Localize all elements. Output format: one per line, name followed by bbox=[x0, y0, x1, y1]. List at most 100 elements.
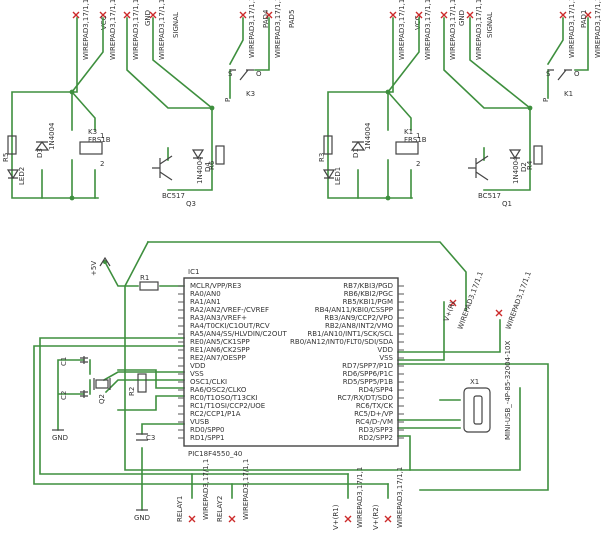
part-ref: R2 bbox=[128, 387, 136, 396]
diode-icon bbox=[508, 149, 522, 160]
relay-pad-label: PAD1 bbox=[580, 10, 588, 28]
part-value: 1N4004 bbox=[48, 122, 56, 150]
ic-pin-label: RE0/AN5/CK1SPP bbox=[190, 338, 250, 346]
relay-contact-icon bbox=[548, 69, 572, 81]
ic-right-pins: RB7/KBI3/PGDRB6/KBI2/PGCRB5/KBI1/PGMRB4/… bbox=[290, 282, 404, 442]
ic-pin-label: RA1/AN1 bbox=[190, 298, 221, 306]
ic-pin-label: RB2/AN8/INT2/VMO bbox=[325, 322, 394, 330]
usb-ref: X1 bbox=[470, 378, 479, 386]
pad-label: WIREPAD3,17/1,1 bbox=[274, 0, 282, 58]
bottom-label: RELAY1 bbox=[176, 496, 184, 522]
ic-pin-label: RC0/T1OSO/T13CKI bbox=[190, 394, 258, 402]
part-ref: D4 bbox=[204, 162, 212, 172]
ic-pin-label: RC7/RX/DT/SDO bbox=[337, 394, 393, 402]
pad-label: WIREPAD3,17/1,1 bbox=[356, 467, 364, 528]
ic-pin-label: RE1/AN6/CK2SPP bbox=[190, 346, 250, 354]
part-ref: C3 bbox=[146, 434, 155, 442]
ic-pin-label: RB0/AN12/INT0/FLT0/SDI/SDA bbox=[290, 338, 393, 346]
part-ref: D2 bbox=[520, 162, 528, 172]
capacitor-c3 bbox=[136, 433, 148, 441]
ic-pin-label: RC5/D+/VP bbox=[354, 410, 393, 418]
ic-pin-label: RA2/AN2/VREF-/CVREF bbox=[190, 306, 269, 314]
crystal-icon bbox=[95, 379, 109, 389]
ic-pin-label: VDD bbox=[377, 346, 393, 354]
pin-label: S bbox=[228, 70, 233, 78]
ic-pin-label: RD6/SPP6/P1C bbox=[343, 370, 393, 378]
transistor-icon bbox=[468, 155, 489, 181]
ic-pin-label: RE2/AN7/OESPP bbox=[190, 354, 246, 362]
ic-ref: IC1 bbox=[188, 268, 199, 276]
ic-pin-label: OSC1/CLKI bbox=[190, 378, 227, 386]
part-value: BC517 bbox=[162, 192, 185, 200]
gnd-label: GND bbox=[52, 434, 68, 442]
coil-pin: 1 bbox=[100, 132, 104, 140]
part-value: 1N4004 bbox=[512, 156, 520, 184]
mcu-section: +5V R1 IC1 PIC18F4550_40 MCLR/VPP/RE3RA0… bbox=[33, 240, 549, 530]
supply-arrow-icon bbox=[99, 256, 111, 267]
net-label-signal: SIGNAL bbox=[172, 12, 180, 38]
ic-value: PIC18F4550_40 bbox=[188, 450, 242, 458]
ic-pin-label: RB6/KBI2/PGC bbox=[344, 290, 393, 298]
ic-pin-label: RA6/OSC2/CLKO bbox=[190, 386, 247, 394]
pad-label: WIREPAD3,17/1,1 bbox=[504, 270, 532, 330]
ic-pin-label: VSS bbox=[379, 354, 393, 362]
ic-pin-label: VUSB bbox=[190, 418, 209, 426]
ic-pin-label: RD4/SPP4 bbox=[359, 386, 394, 394]
pad-label: WIREPAD3,17/1,1 bbox=[158, 0, 166, 60]
capacitor-icon bbox=[80, 357, 88, 397]
pad-label: WIREPAD3,17/1,1 bbox=[248, 0, 256, 58]
part-ref: R6 bbox=[208, 160, 216, 170]
ic-pin-label: RD7/SPP7/P1D bbox=[342, 362, 393, 370]
pad-label: WIREPAD3,17/1,1 bbox=[568, 0, 576, 58]
ic-pin-label: RA0/AN0 bbox=[190, 290, 221, 298]
ic-pin-label: RD1/SPP1 bbox=[190, 434, 224, 442]
ic-pin-label: RA4/T0CKI/C1OUT/RCV bbox=[190, 322, 270, 330]
ic-pin-label: VSS bbox=[190, 370, 204, 378]
part-ref: R1 bbox=[140, 274, 149, 282]
led-icon bbox=[322, 169, 336, 180]
part-ref: R4 bbox=[526, 160, 534, 170]
relay-coil-k1 bbox=[395, 141, 419, 155]
resistor-r3 bbox=[323, 135, 333, 155]
pad-label: WIREPAD3,17/1,1 bbox=[82, 0, 90, 60]
ic-pin-label: MCLR/VPP/RE3 bbox=[190, 282, 241, 290]
pad-label: WIREPAD3,17/1,1 bbox=[456, 270, 484, 330]
net-label-gnd: GND bbox=[144, 10, 152, 26]
gnd-label: GND bbox=[134, 514, 150, 522]
pad-label: WIREPAD3,17/1,1 bbox=[202, 459, 210, 520]
resistor-r1 bbox=[139, 281, 159, 291]
pin-label: O bbox=[256, 70, 262, 78]
ic-pin-label: RD0/SPP0 bbox=[190, 426, 224, 434]
relay-channel-right: WIREPAD3,17/1,1 WIREPAD3,17/1,1 WIREPAD3… bbox=[318, 0, 602, 208]
crystal-plates bbox=[93, 378, 111, 390]
ic-body bbox=[183, 277, 399, 447]
part-ref: K3 bbox=[88, 128, 97, 136]
usb-value: MINI-USB_-4P-85-32004-10X bbox=[504, 340, 512, 440]
coil-pin: 1 bbox=[416, 132, 420, 140]
part-value: BC517 bbox=[478, 192, 501, 200]
ic-pin-label: RA5/AN4/SS/HLVDIN/C2OUT bbox=[190, 330, 287, 338]
resistor-r6 bbox=[215, 145, 225, 165]
pad-label: WIREPAD3,17/1,1 bbox=[594, 0, 602, 58]
part-ref: C2 bbox=[60, 391, 68, 400]
net-label-vcc: VCC bbox=[100, 15, 108, 30]
ic-left-pins: MCLR/VPP/RE3RA0/AN0RA1/AN1RA2/AN2/VREF-/… bbox=[178, 282, 287, 442]
part-ref: Q3 bbox=[186, 200, 196, 208]
usb-port-icon bbox=[473, 395, 483, 425]
ic-pin-label: RA3/AN3/VREF+ bbox=[190, 314, 247, 322]
ic-pin-label: RB3/AN9/CCP2/VPO bbox=[324, 314, 393, 322]
ic-pin-label: RD5/SPP5/P1B bbox=[343, 378, 393, 386]
relay-pad-label: PAD5 bbox=[288, 10, 296, 28]
ic-pin-label: RB5/KBI1/PGM bbox=[343, 298, 393, 306]
part-ref: LED1 bbox=[334, 167, 342, 185]
part-ref: Q2 bbox=[98, 394, 106, 404]
resistor-r5 bbox=[7, 135, 17, 155]
ic-pin-label: RC2/CCP1/P1A bbox=[190, 410, 241, 418]
pad-label: WIREPAD3,17/1,1 bbox=[396, 467, 404, 528]
pad-label: WIREPAD3,17/1,1 bbox=[449, 0, 457, 60]
part-value: 1N4004 bbox=[364, 122, 372, 150]
part-ref: R3 bbox=[318, 153, 326, 162]
pin-label: P bbox=[224, 98, 232, 102]
part-value: FRS1B bbox=[88, 136, 111, 144]
